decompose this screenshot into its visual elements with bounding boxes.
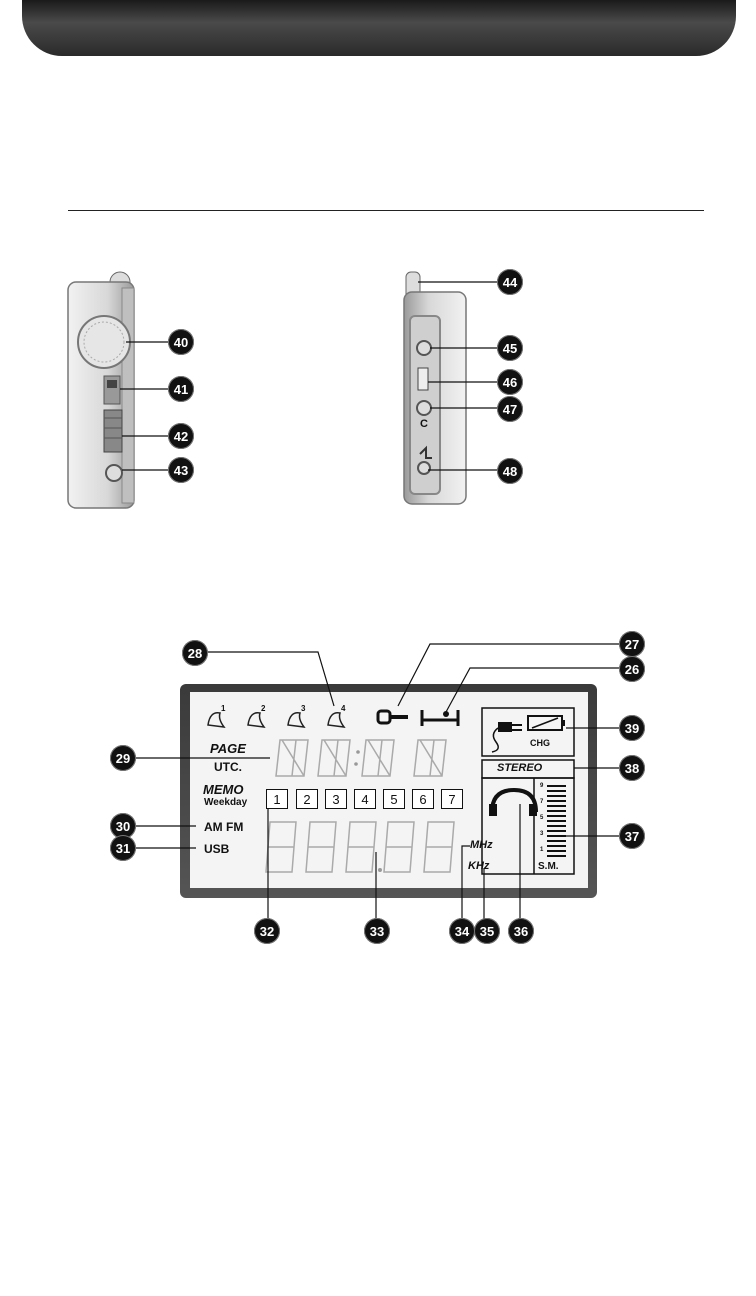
alarm-3-label: 3 [301,704,305,713]
callout-34: 34 [449,918,475,944]
callout-39: 39 [619,715,645,741]
memo-label: MEMO [203,782,243,797]
callout-35: 35 [474,918,500,944]
usb-label: USB [204,842,229,856]
weekday-label: Weekday [204,797,247,808]
sm-label: S.M. [538,861,559,872]
signal-level-3: 3 [540,831,543,837]
khz-label: KHz [468,860,489,872]
alarm-4-label: 4 [341,704,345,713]
am-fm-label: AM FM [204,820,243,834]
chg-label: CHG [530,738,550,748]
callout-33: 33 [364,918,390,944]
alarm-2-label: 2 [261,704,265,713]
callout-29: 29 [110,745,136,771]
alarm-1-label: 1 [221,704,225,713]
day-box-4: 4 [354,789,376,809]
callout-26: 26 [619,656,645,682]
day-box-2: 2 [296,789,318,809]
page-label: PAGE [210,741,246,756]
day-box-7: 7 [441,789,463,809]
signal-level-7: 7 [540,799,543,805]
callout-28: 28 [182,640,208,666]
callout-37: 37 [619,823,645,849]
stereo-label: STEREO [497,762,542,774]
day-box-1: 1 [266,789,288,809]
signal-meter [547,786,566,856]
signal-level-1: 1 [540,847,543,853]
callout-27: 27 [619,631,645,657]
day-box-6: 6 [412,789,434,809]
callout-32: 32 [254,918,280,944]
day-box-3: 3 [325,789,347,809]
callout-36: 36 [508,918,534,944]
day-box-5: 5 [383,789,405,809]
signal-level-5: 5 [540,815,543,821]
callout-38: 38 [619,755,645,781]
callout-31: 31 [110,835,136,861]
mhz-label: MHz [470,839,493,851]
signal-level-9: 9 [540,783,543,789]
utc-label: UTC. [214,760,242,774]
